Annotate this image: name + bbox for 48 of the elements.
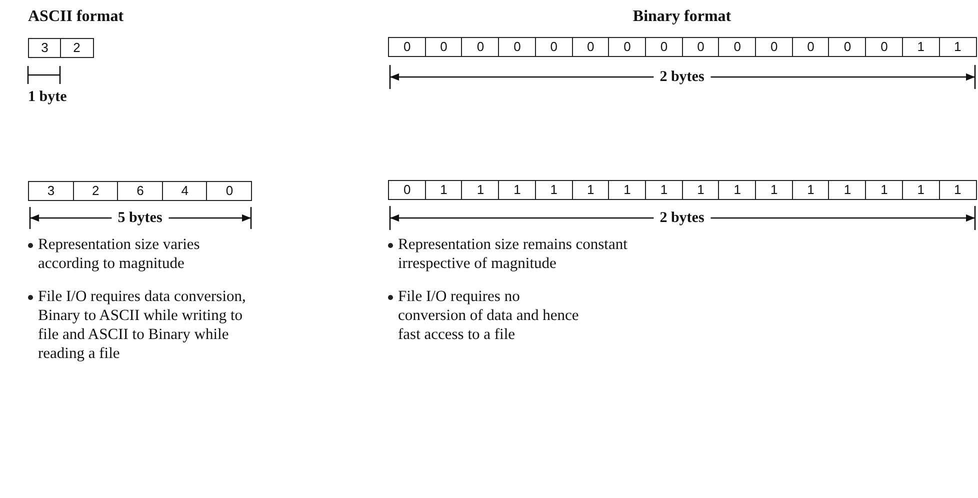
bit-cell: 0 <box>682 37 720 57</box>
dimension-label: 5 bytes <box>112 209 168 227</box>
section-heading: ASCII format <box>28 8 124 26</box>
bit-cell: 0 <box>461 37 500 57</box>
bit-cell: 1 <box>424 180 463 200</box>
section-heading: Binary format <box>632 8 732 26</box>
digit-cell: 0 <box>206 181 252 201</box>
bit-cell: 1 <box>498 180 536 200</box>
bit-cell: 1 <box>718 180 756 200</box>
bit-cell: 1 <box>902 180 940 200</box>
bit-cell: 0 <box>424 37 463 57</box>
bit-cell: 0 <box>608 37 646 57</box>
dimension-label: 2 bytes <box>654 209 710 227</box>
digit-cell: 6 <box>117 181 164 201</box>
bullet-text: File I/O requires data conversion, Binary to ASCII while writing to file and ASCII to Binary while reading a file <box>38 287 247 363</box>
digit-cell: 4 <box>162 181 208 201</box>
bit-cell: 1 <box>938 180 977 200</box>
bit-cell: 0 <box>865 37 904 57</box>
digit-cell: 3 <box>28 38 62 58</box>
bit-cell: 1 <box>682 180 720 200</box>
bit-cell: 0 <box>755 37 794 57</box>
bit-cell: 1 <box>828 180 867 200</box>
bit-cell: 1 <box>608 180 646 200</box>
bit-cell: 1 <box>902 37 940 57</box>
bit-cell: 0 <box>388 180 426 200</box>
bit-cell: 0 <box>388 37 426 57</box>
bit-cell: 0 <box>718 37 756 57</box>
bullet-text: Representation size varies according to magnitude <box>38 235 201 273</box>
bit-cell: 1 <box>792 180 830 200</box>
bit-cell: 1 <box>534 180 573 200</box>
bit-cell: 1 <box>572 180 610 200</box>
digit-cell: 2 <box>72 181 119 201</box>
bit-cell: 0 <box>828 37 867 57</box>
bit-cell: 0 <box>498 37 536 57</box>
digit-cell: 2 <box>60 38 94 58</box>
bit-cell: 0 <box>572 37 610 57</box>
bit-cell: 1 <box>865 180 904 200</box>
bit-cell: 1 <box>644 180 684 200</box>
dimension-label: 2 bytes <box>654 68 710 86</box>
bit-cell: 0 <box>534 37 573 57</box>
bullet-text: File I/O requires no conversion of data and hence fast access to a file <box>398 287 580 344</box>
bit-cell: 1 <box>938 37 977 57</box>
bit-cell: 0 <box>644 37 684 57</box>
digit-cell: 3 <box>28 181 74 201</box>
bullet-text: Representation size remains constant irrespective of magnitude <box>398 235 628 273</box>
bit-cell: 0 <box>792 37 830 57</box>
bit-cell: 1 <box>755 180 794 200</box>
bit-cell: 1 <box>461 180 500 200</box>
